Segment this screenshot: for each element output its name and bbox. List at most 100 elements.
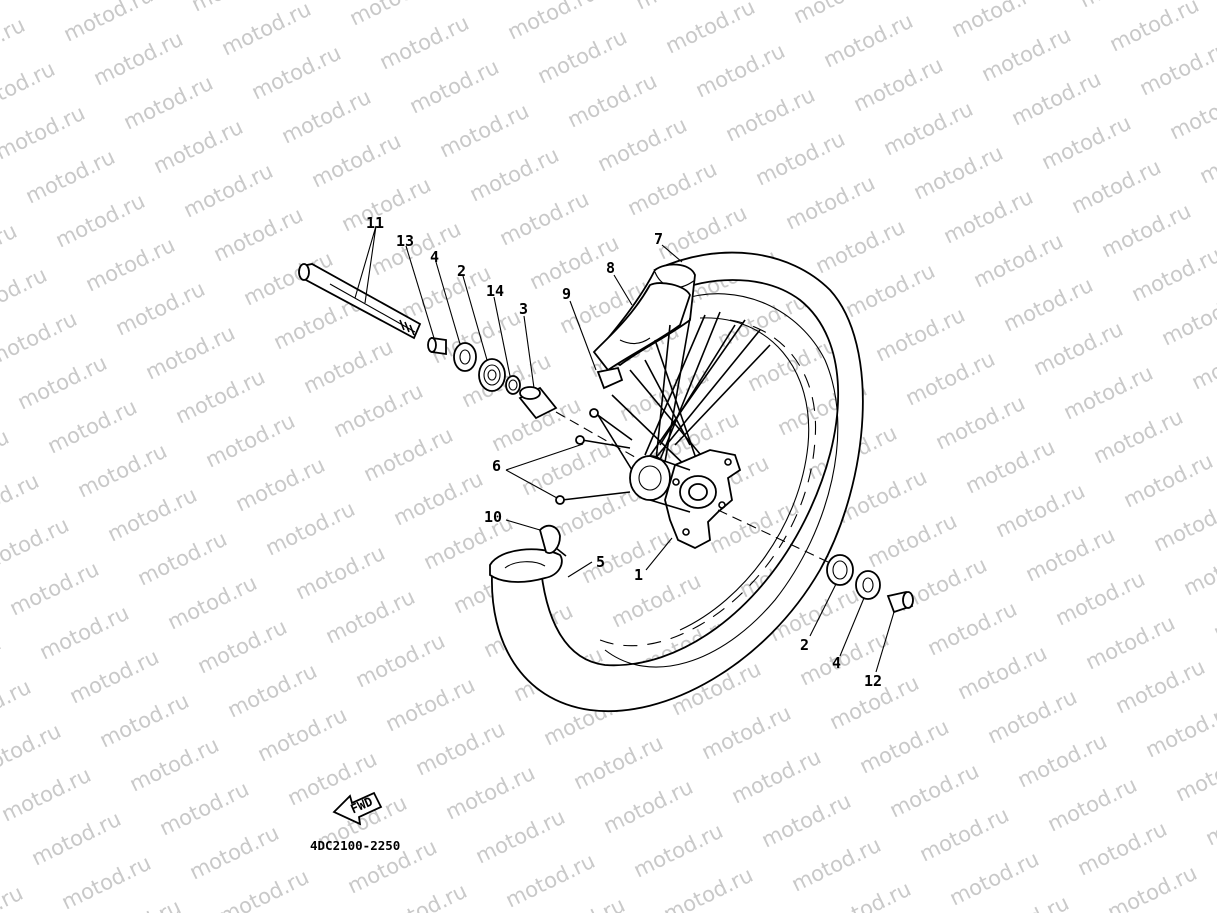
watermark-text: motod.ru	[466, 143, 563, 207]
watermark-text: motod.ru	[164, 571, 261, 635]
watermark-text: motod.ru	[1038, 111, 1135, 175]
spoke-set-loose	[555, 408, 633, 505]
watermark-text: motod.ru	[902, 347, 999, 411]
watermark-text: motod.ru	[818, 877, 915, 913]
watermark-text: motod.ru	[352, 629, 449, 693]
watermark-text: motod.ru	[1172, 743, 1217, 807]
watermark-text: motod.ru	[1180, 537, 1217, 601]
watermark-text: motod.ru	[180, 159, 277, 223]
watermark-text: motod.ru	[976, 891, 1073, 913]
watermark-text: motod.ru	[698, 701, 795, 765]
watermark-text: motod.ru	[0, 57, 59, 121]
watermark-text: motod.ru	[820, 9, 917, 73]
watermark-text: motod.ru	[112, 277, 209, 341]
watermark-text: motod.ru	[1128, 243, 1217, 307]
watermark-text: motod.ru	[0, 675, 35, 739]
watermark-text: motod.ru	[0, 513, 73, 577]
watermark-text: motod.ru	[0, 263, 51, 327]
label-7: 7	[654, 230, 663, 248]
circlip	[505, 375, 521, 395]
label-3: 3	[519, 300, 528, 318]
watermark-text: motod.ru	[412, 717, 509, 781]
watermark-text: motod.ru	[248, 41, 345, 105]
label-2-left: 2	[457, 262, 466, 280]
collar-13	[427, 336, 447, 356]
watermark-text: motod.ru	[1030, 317, 1127, 381]
oil-seal-right	[855, 570, 881, 600]
watermark-text: motod.ru	[90, 27, 187, 91]
watermark-text: motod.ru	[1202, 787, 1217, 851]
diagram-code: 4DC2100-2250	[310, 838, 400, 853]
watermark-text: motod.ru	[782, 171, 879, 235]
watermark-text: motod.ru	[608, 569, 705, 633]
watermark-text: motod.ru	[548, 481, 645, 545]
watermark-text: motod.ru	[624, 157, 721, 221]
watermark-text: motod.ru	[1120, 449, 1217, 513]
rim-band	[596, 366, 624, 390]
watermark-text: motod.ru	[322, 585, 419, 649]
watermark-text: motod.ru	[218, 0, 315, 60]
watermark-text: motod.ru	[104, 483, 201, 547]
watermark-text: motod.ru	[948, 0, 1045, 42]
watermark-text: motod.ru	[390, 467, 487, 531]
watermark-text: motod.ru	[496, 187, 593, 251]
watermark-text: motod.ru	[856, 715, 953, 779]
bearing-left	[478, 358, 506, 392]
watermark-text: motod.ru	[692, 39, 789, 103]
watermark-text: motod.ru	[6, 557, 103, 621]
watermark-text: motod.ru	[534, 25, 631, 89]
watermark-text: motod.ru	[0, 719, 65, 783]
watermark-text: motod.ru	[518, 437, 615, 501]
label-8: 8	[606, 259, 615, 277]
watermark-text: motod.ru	[224, 659, 321, 723]
watermark-text: motod.ru	[886, 759, 983, 823]
watermark-text: motod.ru	[0, 307, 81, 371]
watermark-text: motod.ru	[970, 229, 1067, 293]
watermark-text: motod.ru	[210, 203, 307, 267]
label-6: 6	[492, 457, 501, 475]
label-12: 12	[864, 672, 882, 690]
watermark-text: motod.ru	[1074, 817, 1171, 881]
watermark-text: motod.ru	[504, 0, 601, 44]
watermark-text: motod.ru	[82, 233, 179, 297]
watermark-text: motod.ru	[0, 881, 27, 913]
watermark-text: motod.ru	[864, 509, 961, 573]
watermark-text: motod.ru	[1158, 287, 1217, 351]
watermark-text: motod.ru	[96, 689, 193, 753]
watermark-text: motod.ru	[156, 777, 253, 841]
label-2-right: 2	[800, 636, 809, 654]
watermark-text: motod.ru	[1188, 331, 1217, 395]
watermark-text: motod.ru	[14, 351, 111, 415]
watermark-text: motod.ru	[406, 55, 503, 119]
watermark-text: motod.ru	[578, 525, 675, 589]
watermark-text: motod.ru	[916, 803, 1013, 867]
watermark-text: motod.ru	[752, 127, 849, 191]
watermark-text: motod.ru	[600, 775, 697, 839]
watermark-text: motod.ru	[880, 97, 977, 161]
watermark-text: motod.ru	[126, 733, 223, 797]
collar-12	[886, 590, 914, 614]
watermark-text: motod.ru	[1150, 493, 1217, 557]
oil-seal-left	[453, 342, 477, 372]
watermark-text: motod.ru	[216, 865, 313, 913]
watermark-text: motod.ru	[308, 129, 405, 193]
watermark-text: motod.ru	[442, 761, 539, 825]
spacer	[518, 386, 558, 420]
watermark-text: motod.ru	[1166, 81, 1217, 145]
watermark-text: motod.ru	[1008, 67, 1105, 131]
watermark-text: motod.ru	[872, 303, 969, 367]
hub	[629, 449, 742, 550]
watermark-text: motod.ru	[292, 541, 389, 605]
watermark-text: motod.ru	[924, 597, 1021, 661]
watermark-text: motod.ru	[150, 115, 247, 179]
watermark-text: motod.ru	[1060, 361, 1157, 425]
rim-lock	[538, 524, 567, 557]
inner-tube	[592, 282, 691, 372]
watermark-text: motod.ru	[758, 789, 855, 853]
watermark-text: motod.ru	[850, 53, 947, 117]
watermark-text: motod.ru	[630, 819, 727, 883]
watermark-text: motod.ru	[1044, 773, 1141, 837]
axle	[298, 263, 422, 340]
watermark-text: motod.ru	[134, 527, 231, 591]
